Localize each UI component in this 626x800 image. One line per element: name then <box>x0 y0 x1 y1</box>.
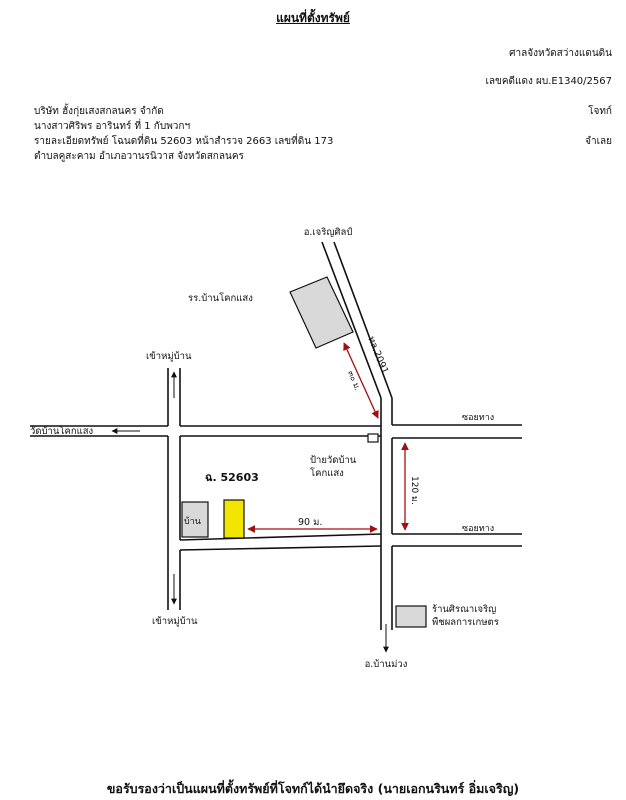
label-village-in-top: เข้าหมู่บ้าน <box>146 351 192 362</box>
label-school: รร.บ้านโคกแสง <box>188 292 253 304</box>
property-detail: รายละเอียดทรัพย์ โฉนดที่ดิน 52603 หน้าสำ… <box>34 136 334 147</box>
label-house: บ้าน <box>184 516 201 527</box>
property-location: ตำบลคูสะคาม อำเภอวานรนิวาส จังหวัดสกลนคร <box>34 151 244 162</box>
label-dist-120: 120 ม. <box>409 476 419 505</box>
label-soi-top: ซอยทาง <box>462 413 494 423</box>
house-building <box>181 501 209 538</box>
label-temple: วัดบ้านโคกแสง <box>30 425 93 437</box>
page-title: แผนที่ตั้งทรัพย์ <box>276 11 350 25</box>
label-dist-90: 90 ม. <box>298 517 322 528</box>
defendant-label: จำเลย <box>585 136 612 147</box>
label-village-in-bottom: เข้าหมู่บ้าน <box>152 616 198 627</box>
plaintiff-name: บริษัท ฮั้งกุ่ยเสงสกลนคร จำกัด <box>34 106 164 117</box>
certification-text: ขอรับรองว่าเป็นแผนที่ตั้งทรัพย์ที่โจทก์ไ… <box>106 781 520 796</box>
plaintiff-label: โจทก์ <box>588 106 612 117</box>
label-north-destination: อ.เจริญศิลป์ <box>304 226 353 238</box>
label-deed-number: ฉ. 52603 <box>205 471 259 484</box>
label-temple-sign: ป้ายวัดบ้าน <box>310 455 357 466</box>
label-shop-2: พืชผลการเกษตร <box>432 617 499 628</box>
court-name: ศาลจังหวัดสว่างแดนดิน <box>509 48 612 59</box>
label-soi-bottom: ซอยทาง <box>462 524 494 534</box>
temple-sign-marker <box>367 433 379 443</box>
village-vertical-road <box>167 368 181 610</box>
village-road <box>30 425 381 437</box>
label-shop-1: ร้านศิรณาเจริญ <box>432 604 496 615</box>
label-dist-school: ๓๐ ม. <box>346 369 362 392</box>
case-number: เลขคดีแดง ผบ.E1340/2567 <box>485 76 612 87</box>
label-south-destination: อ.บ้านม่วง <box>365 659 408 670</box>
lower-lane <box>179 533 382 551</box>
side-roads <box>392 424 522 547</box>
shop-building <box>395 605 427 628</box>
defendant-name: นางสาวศิริพร อารินทร์ ที่ 1 กับพวกฯ <box>34 121 191 132</box>
label-temple-sign-2: โคกแสง <box>310 467 344 479</box>
school-building <box>289 276 354 349</box>
property-parcel <box>223 499 245 539</box>
label-highway: ทล.2091 <box>365 335 390 376</box>
dimension-school <box>343 342 379 419</box>
